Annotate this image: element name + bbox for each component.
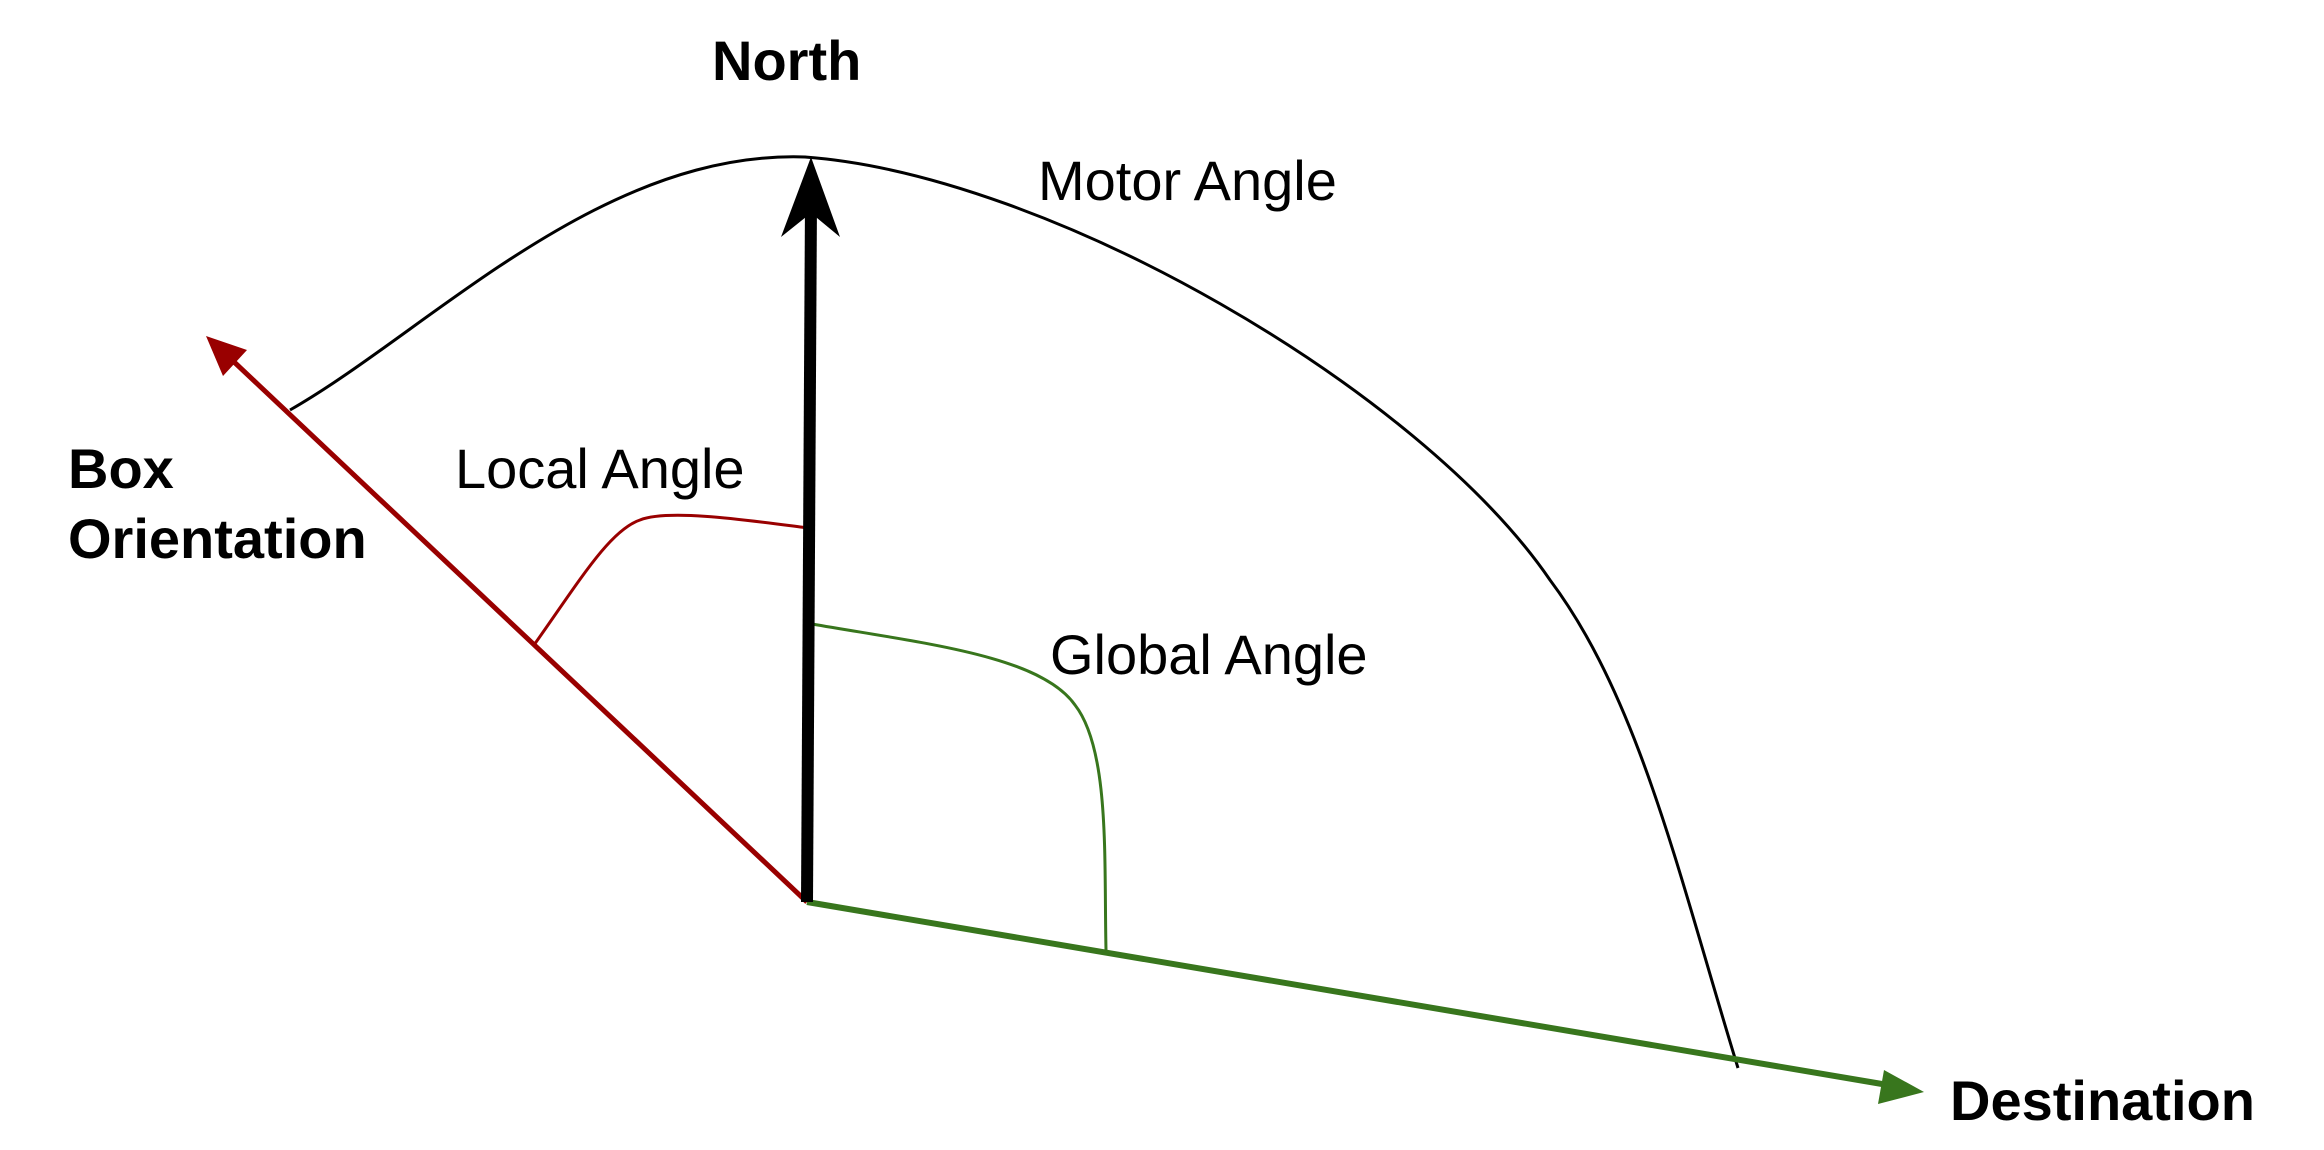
global-angle-label: Global Angle: [1050, 623, 1368, 686]
motor-angle-arc: [289, 155, 1740, 1069]
destination-arrowhead: [1878, 1070, 1924, 1104]
north-arrow-shaft: [801, 199, 817, 903]
local-angle-arc: [532, 513, 809, 646]
local-angle-label: Local Angle: [455, 437, 745, 500]
destination-label: Destination: [1950, 1069, 2255, 1132]
north-label: North: [712, 29, 861, 92]
global-angle-arc: [811, 622, 1108, 951]
box-orientation-arrowhead: [206, 336, 247, 376]
north-arrowhead: [781, 157, 840, 237]
box-orientation-arrow-shaft: [230, 358, 809, 904]
box-orientation-label-line1: Box: [68, 437, 174, 500]
destination-arrow-shaft: [806, 899, 1883, 1087]
box-orientation-label-line2: Orientation: [68, 507, 367, 570]
motor-angle-label: Motor Angle: [1038, 149, 1337, 212]
